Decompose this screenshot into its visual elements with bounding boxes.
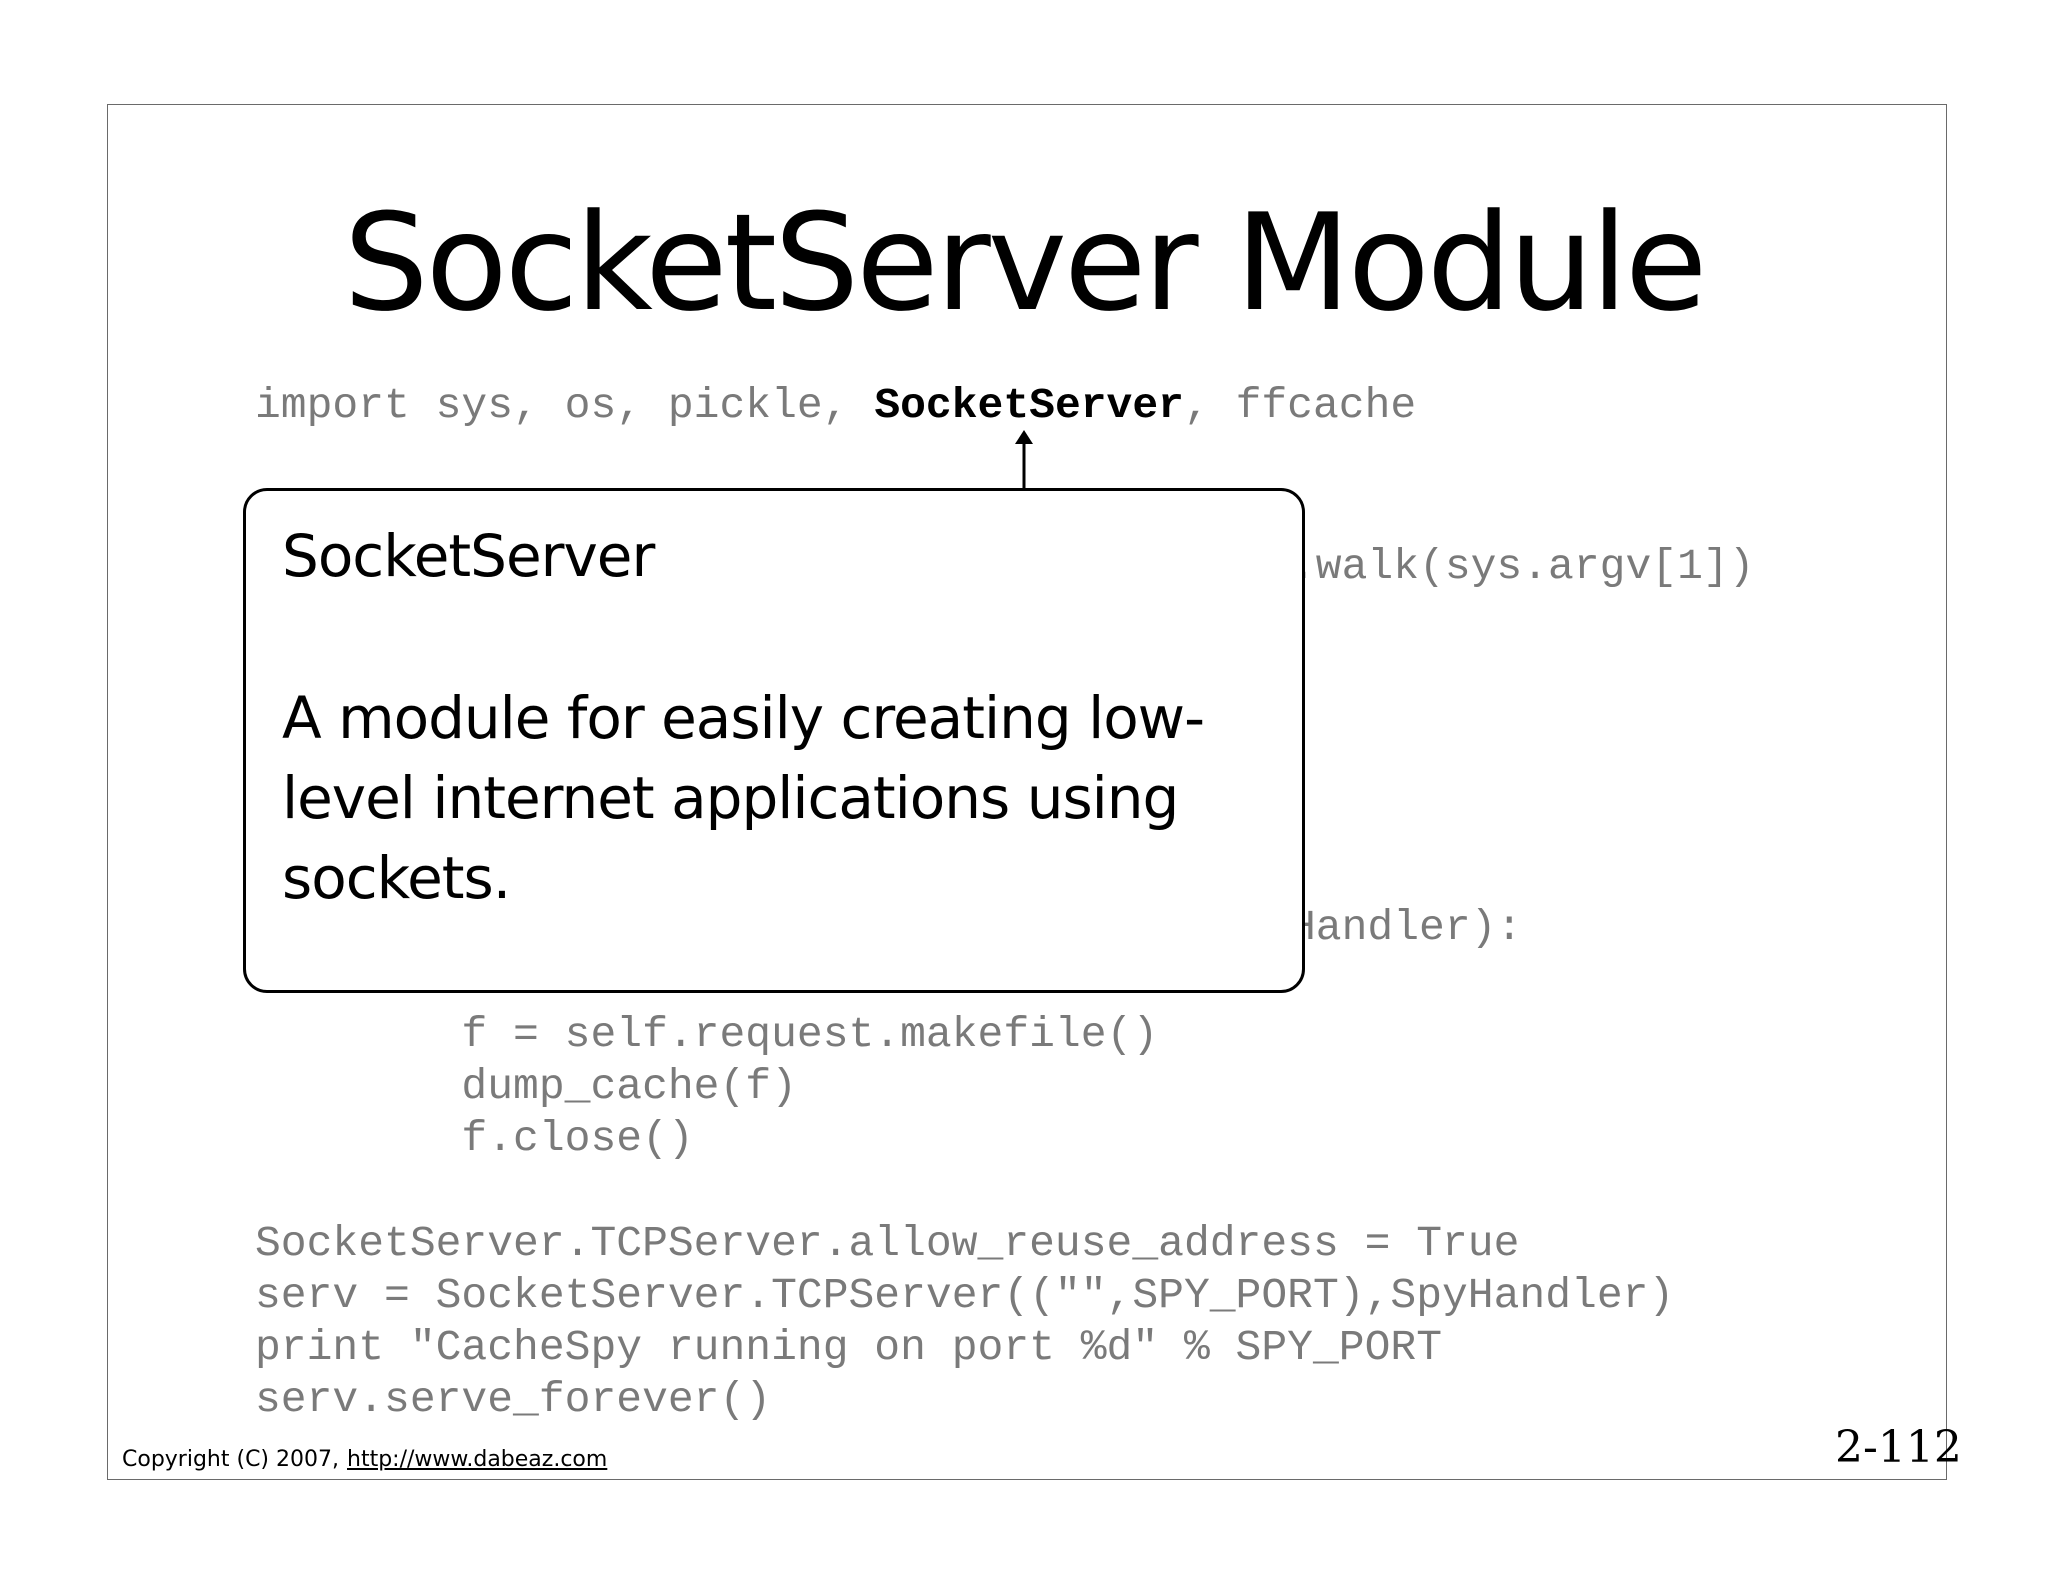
website-link[interactable]: http://www.dabeaz.com [347, 1447, 608, 1472]
code-fragment-walk: .walk(sys.argv[1]) [1290, 542, 1755, 591]
slide-frame [107, 104, 1947, 1480]
code-line-serve: serv.serve_forever() [255, 1375, 772, 1424]
arrow-up-icon [1015, 430, 1033, 488]
copyright-text: Copyright (C) 2007, [122, 1447, 339, 1472]
import-prefix: import sys, os, pickle, [255, 381, 875, 430]
code-line-reuse: SocketServer.TCPServer.allow_reuse_addre… [255, 1219, 1520, 1268]
callout-heading: SocketServer [282, 522, 655, 590]
code-line-dump: dump_cache(f) [255, 1062, 797, 1111]
code-line-serv: serv = SocketServer.TCPServer(("",SPY_PO… [255, 1271, 1675, 1320]
import-highlight: SocketServer [874, 381, 1184, 430]
callout-body: A module for easily creating low-level i… [282, 684, 1205, 912]
import-suffix: , ffcache [1183, 381, 1417, 430]
code-line-close: f.close() [255, 1114, 694, 1163]
callout-box [243, 488, 1305, 993]
code-line-makefile: f = self.request.makefile() [255, 1010, 1159, 1059]
slide-title: SocketServer Module [343, 185, 1708, 341]
copyright-footer: Copyright (C) 2007, http://www.dabeaz.com [122, 1446, 607, 1474]
code-fragment-handler: Handler): [1290, 903, 1523, 952]
slide-number: 2-112 [1835, 1422, 1962, 1473]
code-line-print: print "CacheSpy running on port %d" % SP… [255, 1323, 1442, 1372]
code-line-import: import sys, os, pickle, SocketServer, ff… [255, 380, 1416, 432]
